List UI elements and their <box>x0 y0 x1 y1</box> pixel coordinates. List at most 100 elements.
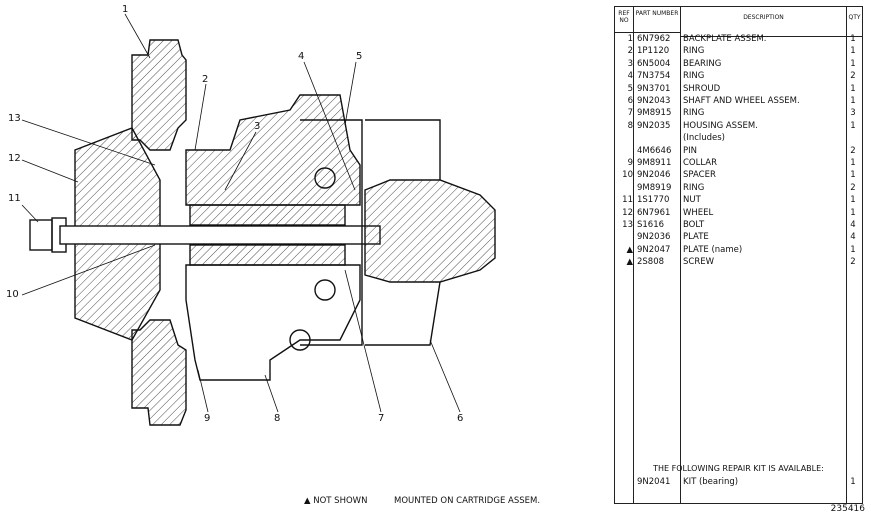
table-row: 5 9N3701 SHROUD 1 <box>615 83 862 95</box>
table-row: 7 9M8915 RING 3 <box>615 107 862 119</box>
description-cell: PIN <box>683 145 697 156</box>
qty-cell: 4 <box>850 220 856 230</box>
ref-cell: 12 <box>622 207 633 218</box>
qty-cell: 1 <box>850 120 856 131</box>
description-cell: BOLT <box>683 220 705 230</box>
shaft-nut <box>29 219 53 251</box>
callout-7: 7 <box>378 413 385 424</box>
description-cell: SCREW <box>683 257 715 268</box>
part-number-cell: 2S808 <box>637 257 665 268</box>
kit-part: 9N2041 <box>637 477 671 487</box>
header-part-number: PART NUMBER <box>634 7 680 33</box>
callout-3: 3 <box>254 121 261 132</box>
part-number-cell: 9M8919 <box>637 182 672 193</box>
qty-cell: 1 <box>850 96 856 106</box>
repair-kit-row: 9N2041 KIT (bearing) 1 <box>615 476 862 488</box>
qty-cell: 1 <box>850 46 856 57</box>
shaft <box>59 225 381 245</box>
backplate <box>131 39 187 151</box>
part-number-cell: 9N2043 <box>637 96 671 106</box>
callout-9: 9 <box>204 413 211 424</box>
part-number-cell: 6N7961 <box>637 207 671 218</box>
description-cell: PLATE <box>683 232 709 243</box>
qty-cell: 1 <box>850 83 856 94</box>
description-cell: NUT <box>683 195 701 206</box>
table-row: 9N2036 PLATE 4 <box>615 231 862 243</box>
part-number-cell: 9M8911 <box>637 158 672 168</box>
qty-cell: 1 <box>850 244 856 255</box>
qty-cell: 1 <box>850 207 856 218</box>
qty-cell: 1 <box>850 195 856 206</box>
ref-cell: 11 <box>622 195 633 206</box>
part-number-cell: 7N3754 <box>637 71 671 82</box>
callout-6: 6 <box>457 413 464 424</box>
header-description: DESCRIPTION <box>681 7 846 37</box>
kit-qty: 1 <box>850 477 856 487</box>
part-number-cell: 9N2047 <box>637 244 671 255</box>
part-number-cell: 9N2036 <box>637 232 671 243</box>
ref-cell: 2 <box>627 46 633 57</box>
ref-cell: 9 <box>627 158 633 168</box>
callout-12: 12 <box>8 153 21 164</box>
parts-list-table: REF NO PART NUMBER DESCRIPTION QTY 1 6N79… <box>614 6 863 504</box>
header-ref: REF NO <box>615 7 633 33</box>
bearing-housing <box>185 94 361 206</box>
footnote-not-shown: ▲ NOT SHOWN <box>304 496 368 506</box>
qty-cell: 1 <box>850 34 856 44</box>
bearing-housing-lower <box>185 264 361 381</box>
turbine-wheel <box>364 179 496 283</box>
qty-cell: 1 <box>850 158 856 168</box>
turbocharger-cross-section-drawing <box>21 13 496 426</box>
part-number-cell: 6N7962 <box>637 34 671 44</box>
figure-number: 235416 <box>830 504 865 514</box>
description-cell: COLLAR <box>683 158 718 168</box>
description-cell: WHEEL <box>683 207 714 218</box>
part-number-cell: 9N3701 <box>637 83 671 94</box>
part-number-cell: 1P1120 <box>637 46 670 57</box>
ref-cell: 10 <box>622 170 633 181</box>
callout-5: 5 <box>356 51 363 62</box>
part-number-cell: 9N2046 <box>637 170 671 181</box>
qty-cell: 4 <box>850 232 856 243</box>
repair-kit-heading: THE FOLLOWING REPAIR KIT IS AVAILABLE: <box>653 464 824 473</box>
callout-10: 10 <box>6 289 19 300</box>
table-row: 9 9M8911 COLLAR 1 <box>615 157 862 169</box>
header-qty: QTY <box>847 7 862 37</box>
ref-cell: 3 <box>627 58 633 69</box>
callout-11: 11 <box>8 193 21 204</box>
ref-cell: 6 <box>627 96 633 106</box>
qty-cell: 2 <box>850 257 856 268</box>
description-cell: RING <box>683 182 705 193</box>
part-number-cell: 6N5004 <box>637 58 671 69</box>
callout-13: 13 <box>8 113 21 124</box>
callout-4: 4 <box>298 51 305 62</box>
description-cell: SPACER <box>683 170 716 181</box>
footnote-mounted: MOUNTED ON CARTRIDGE ASSEM. <box>394 496 541 506</box>
qty-cell: 3 <box>850 108 856 119</box>
description-cell: RING <box>683 108 705 119</box>
table-row: ▲ 2S808 SCREW 2 <box>615 256 862 268</box>
ref-cell: 1 <box>627 34 633 44</box>
description-cell: (Includes) <box>683 133 726 144</box>
part-number-cell: 1S1770 <box>637 195 670 206</box>
ref-cell: 7 <box>627 108 633 119</box>
shroud <box>300 119 363 346</box>
ref-cell: ▲ <box>626 257 633 268</box>
qty-cell: 1 <box>850 58 856 69</box>
part-number-cell: 9M8915 <box>637 108 672 119</box>
callout-2: 2 <box>202 74 209 85</box>
ref-cell: 8 <box>627 120 633 131</box>
description-cell: SHROUD <box>683 83 721 94</box>
ref-cell: ▲ <box>626 244 633 255</box>
ref-cell: 5 <box>627 83 633 94</box>
part-number-cell: S1616 <box>637 220 665 230</box>
